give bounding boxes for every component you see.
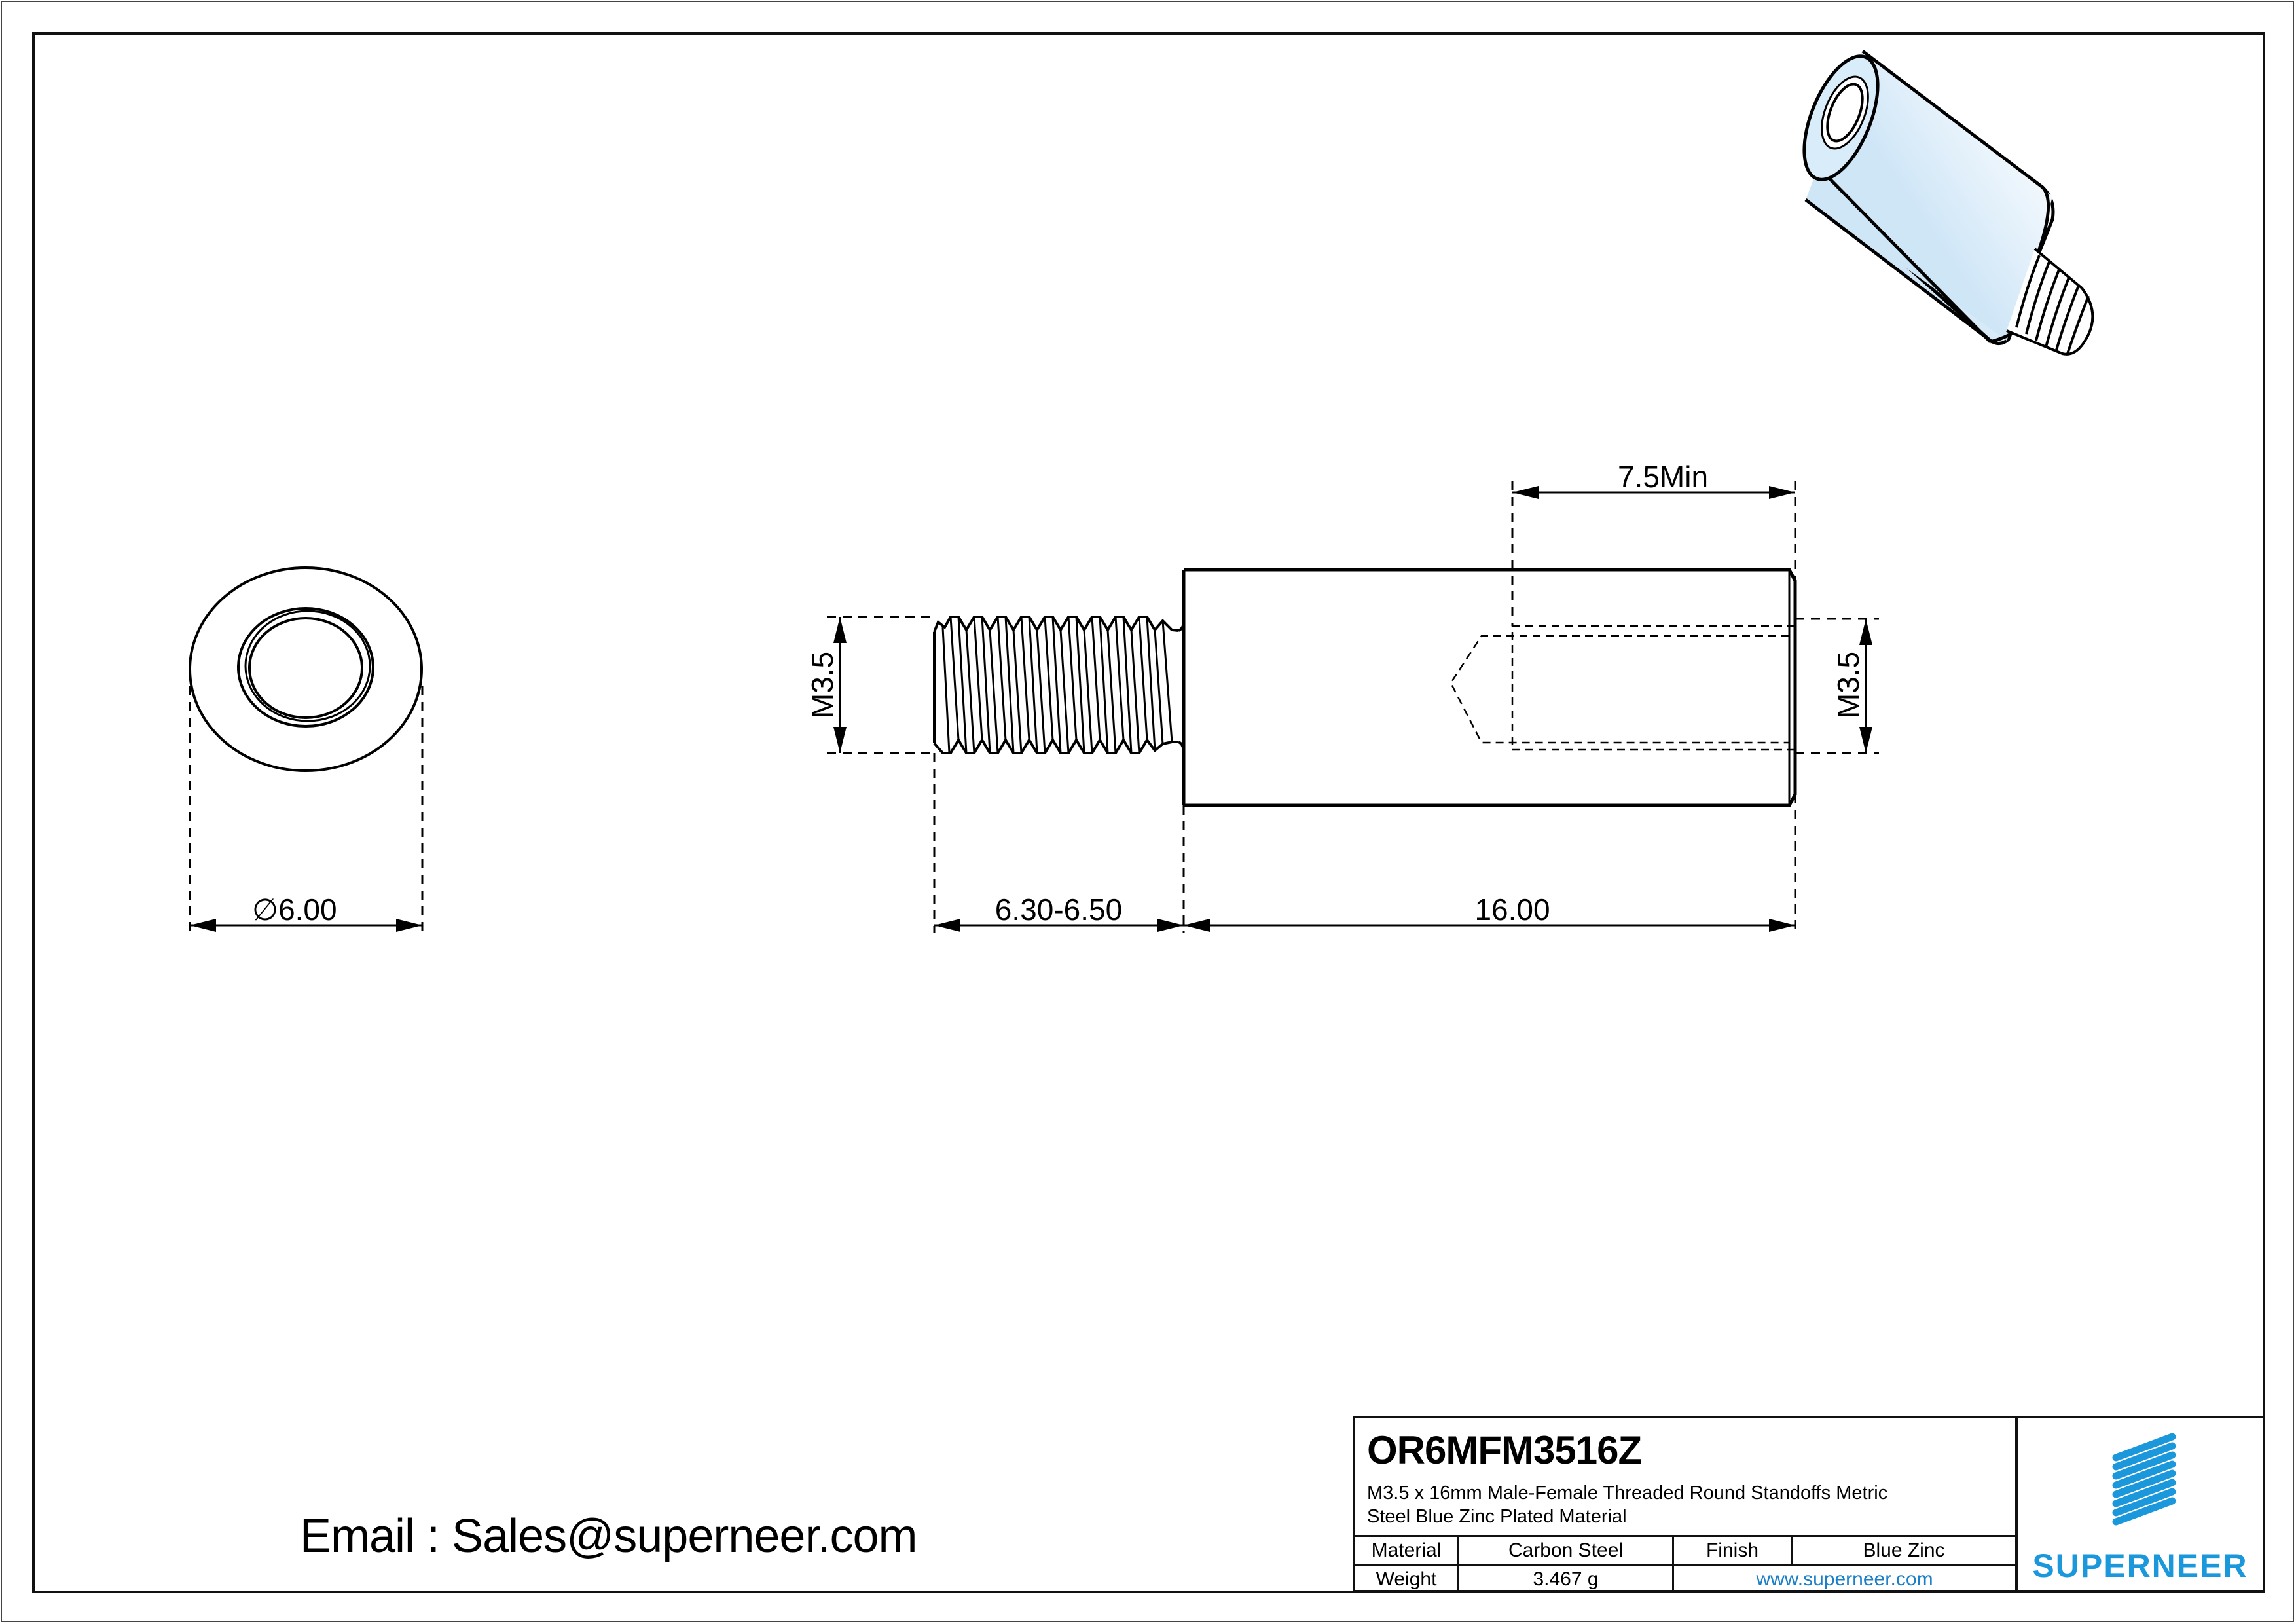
spec-table: Material Carbon Steel Finish Blue Zinc W… (1355, 1535, 2015, 1593)
striped-parallelogram-logo-icon (2112, 1433, 2176, 1526)
title-block-main: OR6MFM3516Z M3.5 x 16mm Male-Female Thre… (1355, 1418, 2018, 1593)
male-thread-dimension: M3.5 (805, 652, 839, 718)
end-view: ∅6.00 (189, 566, 424, 933)
isometric-view (1802, 50, 2094, 356)
side-view: M3.5 M3.5 6.30-6.50 16.00 7.5Min (805, 460, 1879, 933)
superneer-logo: SUPERNEER (2018, 1418, 2263, 1590)
description-line-2: Steel Blue Zinc Plated Material (1367, 1506, 1627, 1527)
thread-depth-dimension: 7.5Min (1618, 460, 1708, 494)
material-label: Material (1355, 1535, 1457, 1564)
title-block: OR6MFM3516Z M3.5 x 16mm Male-Female Thre… (1353, 1416, 2265, 1593)
brand-wordmark: SUPERNEER (2032, 1547, 2248, 1584)
thread-length-dimension: 6.30-6.50 (995, 893, 1122, 927)
female-thread-dimension: M3.5 (1831, 652, 1865, 718)
drawing-frame (32, 32, 2265, 1593)
finish-value: Blue Zinc (1791, 1535, 2015, 1564)
diameter-dimension: ∅6.00 (252, 893, 337, 927)
material-value: Carbon Steel (1457, 1535, 1672, 1564)
body-length-dimension: 16.00 (1474, 893, 1550, 927)
weight-label: Weight (1355, 1564, 1457, 1593)
part-number: OR6MFM3516Z (1367, 1428, 1642, 1472)
description-line-1: M3.5 x 16mm Male-Female Threaded Round S… (1367, 1483, 1888, 1504)
finish-label: Finish (1672, 1535, 1791, 1564)
part-description: M3.5 x 16mm Male-Female Threaded Round S… (1367, 1481, 2009, 1528)
website-link[interactable]: www.superneer.com (1672, 1564, 2015, 1593)
weight-value: 3.467 g (1457, 1564, 1672, 1593)
isometric-thread (2006, 248, 2094, 356)
contact-email: Email : Sales@superneer.com (300, 1510, 918, 1562)
